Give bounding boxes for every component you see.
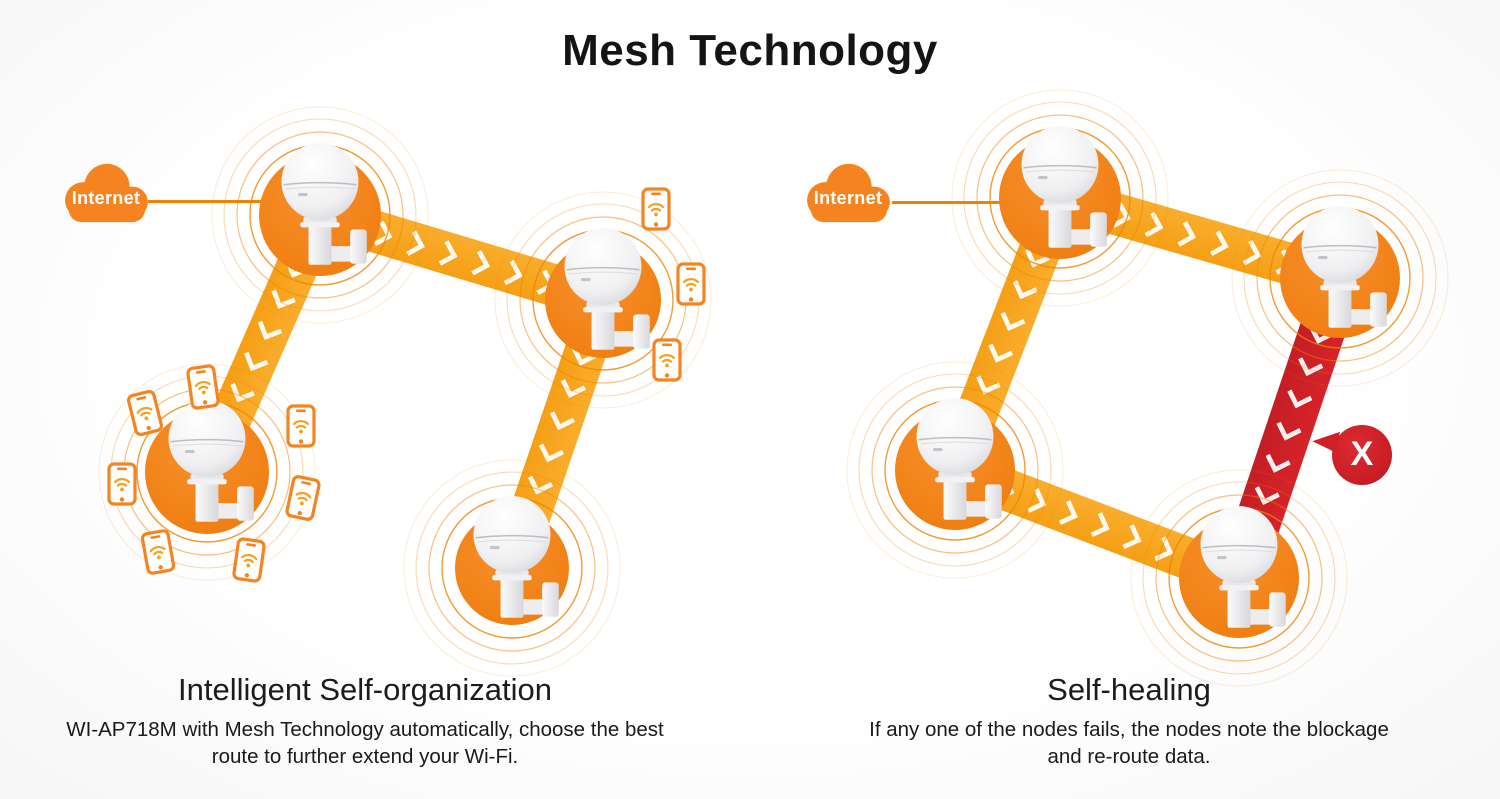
phone-wifi-icon (652, 338, 682, 382)
mesh-node-southwest (97, 362, 317, 582)
chevron-arrow-icon (1001, 305, 1027, 331)
right-panel-description: If any one of the nodes fails, the nodes… (869, 718, 1389, 768)
chevron-arrow-icon (1170, 220, 1197, 247)
chevron-arrow-icon (1276, 415, 1303, 441)
chevron-arrow-icon (988, 337, 1014, 363)
chevron-arrow-icon (432, 239, 458, 266)
page-title: Mesh Technology (562, 26, 938, 75)
access-point-icon (1187, 503, 1291, 649)
access-point-icon (1008, 123, 1112, 269)
phone-wifi-icon (641, 187, 671, 231)
mesh-node-gateway (210, 105, 430, 325)
access-point-icon (903, 395, 1007, 541)
internet-label: Internet (813, 188, 883, 208)
phone-wifi-icon (676, 262, 706, 306)
access-point-icon (268, 140, 372, 286)
chevron-arrow-icon (1084, 511, 1110, 537)
right-panel-heading: Self-healing (1047, 672, 1211, 707)
phone-wifi-icon (107, 462, 137, 506)
chevron-arrow-icon (1203, 229, 1230, 256)
internet-label: Internet (71, 188, 141, 208)
mesh-node-gateway (950, 88, 1170, 308)
phone-wifi-icon (286, 404, 316, 448)
access-point-icon (1288, 203, 1392, 349)
internet-link-line (148, 200, 322, 203)
mesh-node-south (402, 458, 622, 678)
phone-wifi-icon (231, 536, 267, 584)
failure-x-badge: X (1332, 425, 1392, 485)
access-point-icon (551, 225, 655, 371)
chevron-arrow-icon (464, 249, 491, 276)
access-point-icon (460, 493, 564, 639)
access-point-icon (155, 397, 259, 543)
mesh-node-south (1129, 468, 1349, 688)
mesh-node-southwest (845, 360, 1065, 580)
phone-wifi-icon (185, 363, 221, 411)
left-panel-heading: Intelligent Self-organization (178, 672, 552, 707)
mesh-node-east (1230, 168, 1450, 388)
mesh-node-east (493, 190, 713, 410)
left-panel-description: WI-AP718M with Mesh Technology automatic… (66, 718, 664, 768)
